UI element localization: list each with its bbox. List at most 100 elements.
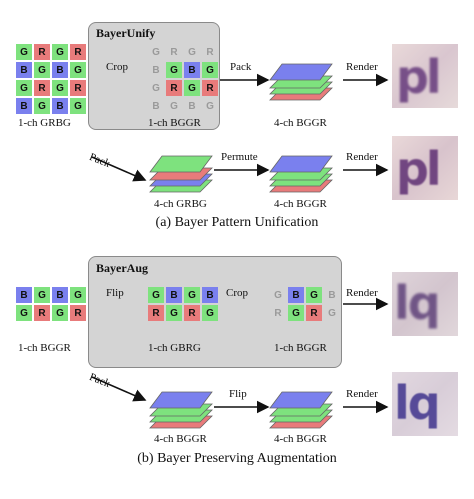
bayer-cell-g: G xyxy=(16,44,32,60)
bayer-cell-r: R xyxy=(306,305,322,321)
bayer-cell-b: B xyxy=(202,287,218,303)
label-1ch-gbrg: 1-ch GBRG xyxy=(148,342,201,354)
bayer-cell-b: B xyxy=(16,98,32,114)
bayer-cell-g: G xyxy=(152,82,160,94)
bayer-cell-b: B xyxy=(184,62,200,78)
label-1ch-bggr-a: 1-ch BGGR xyxy=(148,117,201,129)
pack-label-a: Pack xyxy=(230,61,252,73)
pack-diagonal-arrow-b xyxy=(91,376,147,402)
bayer-cell-b: B xyxy=(52,62,68,78)
thumb-text-a2: pl xyxy=(396,142,442,196)
caption-a: (a) Bayer Pattern Unification xyxy=(155,215,319,230)
bayer-unify-title: BayerUnify xyxy=(96,26,156,40)
bayer-cell-b: B xyxy=(328,289,336,301)
permute-label-a: Permute xyxy=(221,151,258,163)
bayer-cell-g: G xyxy=(274,289,282,301)
bayer-cell-g: G xyxy=(70,287,86,303)
bayer-cell-r: R xyxy=(148,305,164,321)
render-thumbnail-a2: pl xyxy=(392,136,458,200)
bayer-cell-g: G xyxy=(152,46,160,58)
bayer-cell-g: G xyxy=(184,287,200,303)
bayer-cell-r: R xyxy=(274,307,282,319)
bayer-cell-g: G xyxy=(16,80,32,96)
bayer-cell-r: R xyxy=(202,80,218,96)
bayer-cell-g: G xyxy=(34,62,50,78)
bayer-cell-r: R xyxy=(70,44,86,60)
stack-4ch-bggr-b2 xyxy=(269,391,333,429)
bayer-cell-r: R xyxy=(206,46,214,58)
thumb-text-b1: lq xyxy=(394,276,441,330)
bayer-cell-b: B xyxy=(152,64,160,76)
thumb-text-a1: pl xyxy=(396,50,442,104)
render-label-a1: Render xyxy=(346,61,378,73)
flip-label-b: Flip xyxy=(106,287,124,299)
bayer-cell-g: G xyxy=(288,305,304,321)
stack-4ch-bggr-a1 xyxy=(269,63,333,101)
stack-4ch-bggr-b1 xyxy=(149,391,213,429)
bayer-cell-g: G xyxy=(206,100,214,112)
bayer-cell-g: G xyxy=(52,44,68,60)
bayer-cell-g: G xyxy=(52,80,68,96)
label-4ch-bggr-a1: 4-ch BGGR xyxy=(274,117,327,129)
bayer-cell-g: G xyxy=(184,80,200,96)
bayer-cell-b: B xyxy=(188,100,196,112)
render-thumbnail-a1: pl xyxy=(392,44,458,108)
bayer-cell-b: B xyxy=(16,62,32,78)
bayer-cell-b: B xyxy=(16,287,32,303)
bayer-cell-b: B xyxy=(152,100,160,112)
bayer-cell-g: G xyxy=(16,305,32,321)
label-1ch-bggr-b: 1-ch BGGR xyxy=(18,342,71,354)
bayer-cell-g: G xyxy=(202,62,218,78)
bayer-cell-b: B xyxy=(166,287,182,303)
render-label-a2: Render xyxy=(346,151,378,163)
bayer-cell-r: R xyxy=(184,305,200,321)
label-1ch-bggr-b2: 1-ch BGGR xyxy=(274,342,327,354)
bayer-cell-g: G xyxy=(52,305,68,321)
bayer-cell-g: G xyxy=(166,62,182,78)
bayer-cell-b: B xyxy=(288,287,304,303)
bayer-cell-g: G xyxy=(202,305,218,321)
render-label-b2: Render xyxy=(346,388,378,400)
bayer-cell-g: G xyxy=(166,305,182,321)
render-thumbnail-b1: lq xyxy=(392,272,458,336)
bayer-cell-r: R xyxy=(34,305,50,321)
bayer-cell-g: G xyxy=(70,98,86,114)
bayer-cell-g: G xyxy=(70,62,86,78)
bayer-aug-title: BayerAug xyxy=(96,261,148,275)
render-thumbnail-b2: lq xyxy=(392,372,458,436)
thumb-text-b2: lq xyxy=(394,376,441,430)
bayer-cell-r: R xyxy=(70,80,86,96)
flip-label-b2: Flip xyxy=(229,388,247,400)
stack-4ch-grbg xyxy=(149,155,213,193)
bayer-cell-b: B xyxy=(52,287,68,303)
bayer-cell-r: R xyxy=(170,46,178,58)
pack-diagonal-arrow-a xyxy=(91,156,147,182)
bayer-cell-g: G xyxy=(34,287,50,303)
bayer-cell-g: G xyxy=(148,287,164,303)
bayer-cell-g: G xyxy=(188,46,196,58)
label-4ch-grbg: 4-ch GRBG xyxy=(154,198,207,210)
render-label-b1: Render xyxy=(346,287,378,299)
bayer-cell-r: R xyxy=(34,44,50,60)
label-1ch-grbg: 1-ch GRBG xyxy=(18,117,71,129)
bayer-cell-r: R xyxy=(166,80,182,96)
bayer-cell-g: G xyxy=(328,307,336,319)
bayer-cell-g: G xyxy=(306,287,322,303)
crop-label-a: Crop xyxy=(106,61,128,73)
label-4ch-bggr-b2: 4-ch BGGR xyxy=(274,433,327,445)
crop-label-b: Crop xyxy=(226,287,248,299)
bayer-cell-r: R xyxy=(70,305,86,321)
caption-b: (b) Bayer Preserving Augmentation xyxy=(137,451,337,466)
bayer-cell-g: G xyxy=(34,98,50,114)
bayer-cell-b: B xyxy=(52,98,68,114)
label-4ch-bggr-b1: 4-ch BGGR xyxy=(154,433,207,445)
label-4ch-bggr-a2: 4-ch BGGR xyxy=(274,198,327,210)
bayer-cell-g: G xyxy=(170,100,178,112)
